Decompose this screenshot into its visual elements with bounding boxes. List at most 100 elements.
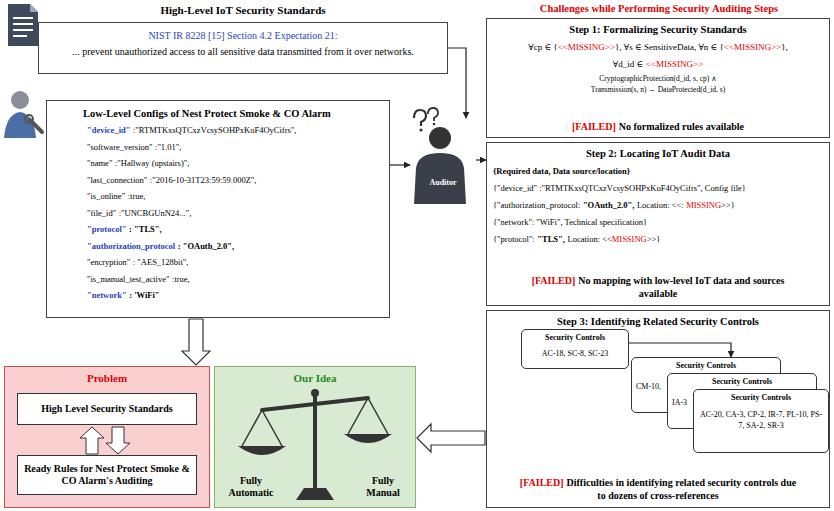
document-icon-part [13, 18, 33, 36]
text-line: "device_id":"RTMTKxsQTCxzVcsySOHPxKoF4Oy… [87, 122, 389, 139]
text-line: Security Controls [698, 393, 824, 403]
label-text: {Required data, Data source/location} [493, 166, 630, 176]
document-icon [8, 4, 38, 46]
label-text: <<MISSING>> [558, 42, 615, 52]
label-text: ... prevent unauthorized access to all s… [72, 46, 414, 57]
engineer-icon-part [4, 112, 36, 138]
label-text: Low-Level Configs of Nest Protect Smoke … [83, 108, 331, 119]
text-line: AC-18, SC-8, SC-23 [526, 349, 624, 359]
label-text: :true, [128, 191, 146, 201]
label-text: Location: <<: [637, 200, 684, 210]
text-line: "software_version":"1.01", [87, 139, 389, 156]
text-line: Security Controls [636, 361, 776, 371]
text-line: NIST IR 8228 [15] Section 4.2 Expectatio… [47, 29, 439, 42]
text-line: "authorization_protocol: "OAuth_2.0", [87, 238, 389, 255]
label-text: AC-20, CA-3, CP-2, IR-7, PL-10, PS-7, SA… [700, 410, 822, 430]
text-line: AC-20, CA-3, CP-2, IR-7, PL-10, PS-7, SA… [698, 409, 824, 431]
label-text: Security Controls [545, 333, 605, 342]
label-text: : "AES_128bit", [133, 257, 189, 267]
label-text: "last_connection" [87, 175, 147, 185]
text-line: "encryption": "AES_128bit", [87, 254, 389, 271]
auditor-figure-part [414, 153, 466, 204]
text-line: "last_connection":"2016-10-31T23:59:59.0… [87, 172, 389, 189]
text-line: {"device_id" :"RTMTKxsQTCxzVcsySOHPxKoF4… [493, 180, 823, 197]
label-text: <<MISSING>> [724, 42, 781, 52]
label-text: Step 3: Identifying Related Security Con… [557, 316, 759, 327]
label-text: Step 2: Locating IoT Audit Data [586, 148, 730, 159]
label-text: Problem [87, 372, 127, 384]
text-line: "file_id":"UNCBGUnN24...", [87, 205, 389, 222]
label-text: : "TLS", [129, 224, 162, 234]
text-line: ∀cp ∈ {<<MISSING>>}, ∀s ∈ SensitiveData,… [487, 40, 829, 54]
control-card: Security ControlsAC-20, CA-3, CP-2, IR-7… [693, 389, 829, 453]
panel-fill [4, 366, 416, 508]
text-line: Security Controls [526, 333, 624, 343]
text-line: Fully Automatic [223, 475, 279, 499]
text-line: [FAILED]No mapping with low-level IoT da… [527, 274, 789, 300]
label-text: Fully Automatic [229, 475, 274, 498]
label-text: No formalized rules available [619, 121, 744, 132]
label-text: AC-18, SC-8, SC-23 [542, 349, 609, 358]
label-text: Transmission(s, n) → DataProtected(d_id,… [591, 85, 725, 94]
engineer-icon [4, 91, 42, 138]
label-text: Challenges while Performing Security Aud… [540, 3, 778, 14]
label-text: Step 1: Formalizing Security Standards [569, 24, 746, 35]
engineer-icon-part [25, 115, 33, 123]
label-text: :"RTMTKxsQTCxzVcsySOHPxKoF4OyCifrs", [133, 125, 296, 135]
label-text: "is_online" [87, 191, 125, 201]
text-line: Our Idea [215, 367, 415, 385]
label-text: Security Controls [731, 393, 791, 402]
problem-panel: ProblemHigh Level Security StandardsRead… [4, 366, 210, 508]
label-text: ∀d_id ∈ [613, 59, 643, 69]
panel-fill-part [4, 366, 210, 508]
text-line: "is_manual_test_active":true, [87, 271, 389, 288]
hollow-arrow [417, 424, 485, 452]
label-text: ∀cp ∈ { [528, 42, 557, 52]
auditor-figure-part [428, 108, 438, 121]
label-text: "TLS", [537, 234, 565, 244]
label-text: MISSING [686, 200, 721, 210]
label-text: MISSING [612, 234, 647, 244]
text-line: Challenges while Performing Security Aud… [486, 0, 832, 16]
text-line: Problem [5, 367, 209, 385]
text-line: High Level Security Standards [41, 403, 172, 415]
label-text: [FAILED] [532, 275, 576, 286]
text-line: "protocol": "TLS", [87, 221, 389, 238]
label-text: :true, [172, 274, 190, 284]
text-line: Security Controls [672, 377, 812, 387]
text-line: Fully Manual [359, 475, 407, 499]
text-line: {"authorization_protocol:"OAuth_2.0",Loc… [493, 197, 823, 214]
standard-box: High-Level IoT Security StandardsNIST IR… [38, 22, 448, 74]
tension-arrows [80, 427, 130, 454]
label-text: Fully Manual [366, 475, 399, 498]
auditor-figure-part [433, 123, 436, 126]
text-line: [FAILED]Difficulties in identifying rela… [517, 476, 799, 502]
label-text: }, ∀s ∈ SensitiveData, ∀n ∈ { [615, 42, 724, 52]
document-icon-part [30, 4, 38, 12]
connector-arrow [448, 48, 466, 118]
label-text: {"authorization_protocol: [493, 200, 580, 210]
label-text: {"protocol": [493, 234, 535, 244]
label-text: High-Level IoT Security Standards [160, 4, 325, 16]
label-text: : "OAuth_2.0", [178, 241, 234, 251]
auditor-figure: Auditor [410, 118, 476, 204]
balance-scale-part [344, 434, 392, 443]
balance-scale-part [313, 396, 317, 490]
auditor-figure-part [429, 127, 451, 149]
label-text: }, [781, 42, 788, 52]
label-text: Security Controls [676, 361, 736, 370]
label-text: :"1.01", [155, 142, 181, 152]
text-line: [FAILED]No formalized rules available [487, 120, 829, 133]
text-line: ∀d_id ∈<<MISSING>> [487, 57, 829, 71]
label-text: "file_id" [87, 208, 116, 218]
label-text: "OAuth_2.0", [583, 200, 634, 210]
label-text: Security Controls [712, 377, 772, 386]
label-text: "is_manual_test_active" [87, 274, 169, 284]
balance-scale-part [311, 389, 319, 397]
text-line: "name":"Hallway (upstairs)", [87, 155, 389, 172]
label-text: High Level Security Standards [41, 403, 172, 414]
engineer-icon-part [11, 91, 29, 109]
label-text: "name" [87, 158, 112, 168]
label-text: {"network": "WiFi", Technical specificat… [493, 217, 647, 227]
